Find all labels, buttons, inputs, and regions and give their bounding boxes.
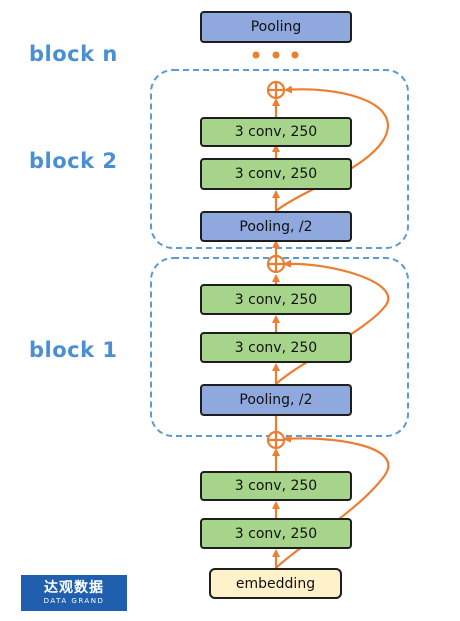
block-2-pooling: Pooling, /2 — [200, 211, 352, 242]
block-1-conv-bottom: 3 conv, 250 — [200, 332, 352, 363]
add-node-block-1 — [266, 254, 286, 274]
top-pooling-node: Pooling — [200, 11, 352, 43]
block-2-outline — [150, 69, 409, 249]
block-2-conv-top: 3 conv, 250 — [200, 117, 352, 147]
block-2-label: block 2 — [29, 149, 118, 173]
embedding-node: embedding — [209, 568, 342, 599]
residual-skip-block-1 — [275, 259, 390, 385]
stem-conv-bottom: 3 conv, 250 — [200, 518, 352, 549]
datagrand-logo: 达观数据 DATA GRAND — [21, 575, 127, 611]
stem-conv-top: 3 conv, 250 — [200, 471, 352, 501]
ellipsis-dots — [252, 51, 299, 59]
add-node-block-2 — [266, 80, 286, 100]
add-node-stem — [266, 430, 286, 450]
block-1-conv-top: 3 conv, 250 — [200, 284, 352, 315]
residual-skip-block-2 — [275, 85, 389, 212]
block-1-pooling: Pooling, /2 — [200, 384, 352, 416]
logo-chinese-text: 达观数据 — [44, 580, 104, 596]
block-n-label: block n — [29, 42, 118, 66]
logo-english-text: DATA GRAND — [43, 597, 105, 605]
block-1-label: block 1 — [29, 338, 118, 362]
block-2-conv-bottom: 3 conv, 250 — [200, 158, 352, 190]
